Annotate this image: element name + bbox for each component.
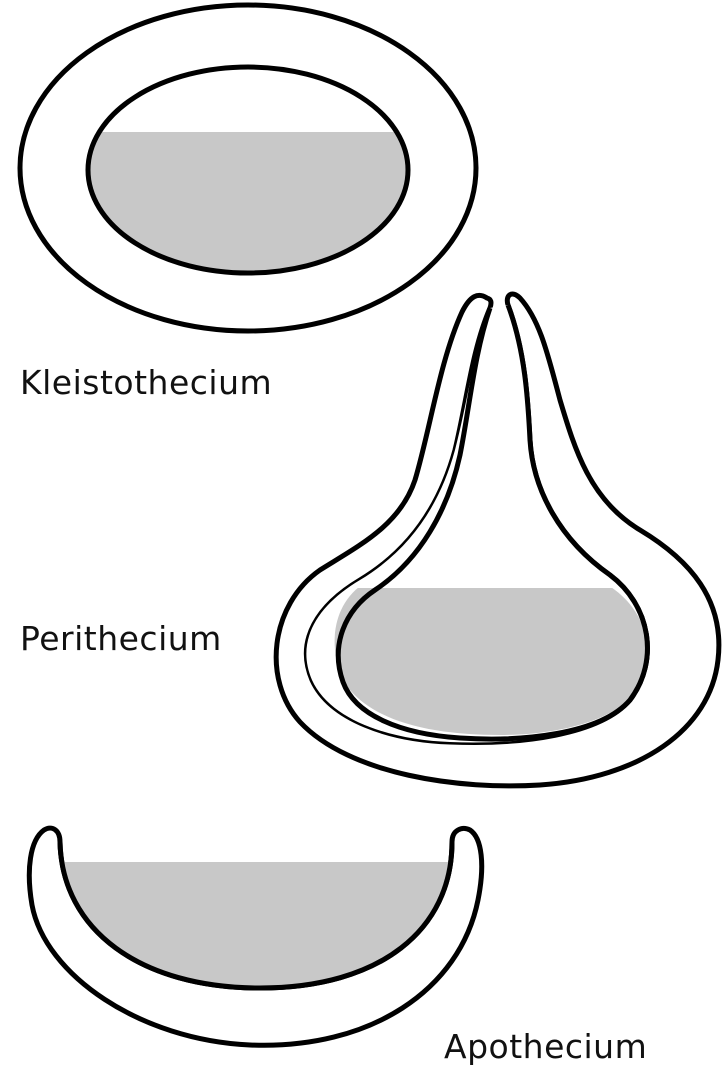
kleistothecium-label: Kleistothecium xyxy=(20,366,272,399)
perithecium-label: Perithecium xyxy=(20,622,222,655)
apothecium-figure xyxy=(29,828,481,1045)
kleistothecium-figure xyxy=(20,5,476,331)
perithecium-figure xyxy=(276,294,719,786)
apothecium-label: Apothecium xyxy=(444,1030,647,1063)
